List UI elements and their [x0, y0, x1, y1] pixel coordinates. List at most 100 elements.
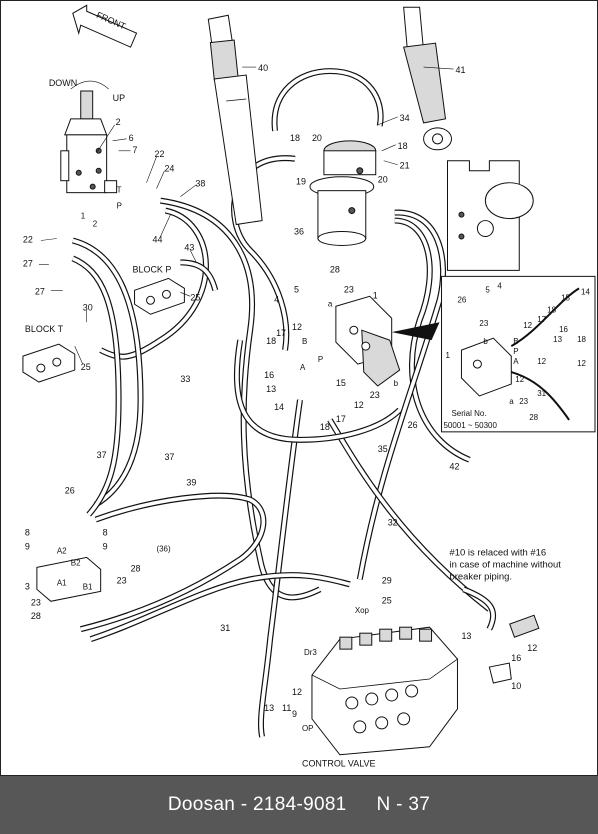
hydraulic-piping-diagram: FRONT DOWN UP	[0, 0, 598, 776]
callout-40: 40	[258, 63, 268, 73]
callout-21: 21	[400, 161, 410, 171]
callout-39: 39	[186, 478, 196, 488]
note-line-2: in case of machine without	[449, 559, 561, 570]
port-t: T	[117, 186, 122, 195]
callout-26-b: 26	[65, 486, 75, 496]
callout-18-c: 18	[266, 336, 276, 346]
port-a1: A1	[57, 578, 67, 587]
inset-serial-label: Serial No.	[451, 409, 486, 418]
callout-12-a: 12	[292, 322, 302, 332]
pedal-valve-3: A1 B1 A2 B2	[36, 546, 102, 602]
block-t: BLOCK T	[22, 324, 76, 383]
port-b1: B1	[83, 582, 93, 591]
callout-17-a: 17	[276, 328, 286, 338]
center-port-b: b	[394, 379, 399, 388]
callout-30: 30	[83, 302, 93, 312]
callout-17-b: 17	[336, 414, 346, 424]
inset-callout-12-c: 12	[537, 357, 546, 366]
inset-callout-18-b: 18	[577, 335, 586, 344]
inset-callout-12-b: 12	[577, 359, 586, 368]
callout-26-a: 26	[408, 420, 418, 430]
inset-callout-18: 18	[547, 305, 556, 314]
callout-22-b: 22	[23, 234, 33, 244]
callout-15-a: 15	[336, 378, 346, 388]
inset-callout-23-a: 23	[479, 319, 488, 328]
callout-18-b: 18	[290, 133, 300, 143]
callout-36: 36	[294, 227, 304, 237]
callout-20-a: 20	[312, 133, 322, 143]
footer-bar: Doosan - 2184-9081 N - 37	[0, 776, 598, 834]
callout-31-a: 31	[220, 623, 230, 633]
callout-7: 7	[133, 145, 138, 155]
center-port-P: P	[318, 355, 323, 364]
callout-23-b: 23	[370, 390, 380, 400]
port-p: P	[117, 202, 122, 211]
footer-part-number: 2184-9081	[252, 794, 347, 815]
callout-9-a: 9	[25, 541, 30, 551]
callout-8-a: 8	[25, 528, 30, 538]
inset-callout-12-a: 12	[523, 321, 532, 330]
callout-34: 34	[400, 113, 410, 123]
callout-12-c: 12	[292, 687, 302, 697]
callout-27-b: 27	[35, 286, 45, 296]
port-xop: Xop	[355, 606, 370, 615]
callout-43: 43	[184, 242, 194, 252]
inset-callout-31: 31	[537, 389, 546, 398]
callout-10: 10	[511, 681, 521, 691]
port-op: OP	[302, 724, 314, 733]
callout-44: 44	[152, 234, 162, 244]
swivel-joint	[309, 140, 377, 246]
control-valve-label: CONTROL VALVE	[302, 759, 375, 769]
block-p: BLOCK P	[133, 264, 185, 315]
callout-9-c: 9	[292, 709, 297, 719]
callout-3: 3	[25, 581, 30, 591]
callout-25-c: 25	[382, 595, 392, 605]
callout-35: 35	[378, 444, 388, 454]
callout-13-a: 13	[266, 384, 276, 394]
inset-callout-12-d: 12	[515, 375, 524, 384]
callout-24: 24	[164, 164, 174, 174]
callout-11: 11	[282, 703, 291, 713]
footer-separator: -	[235, 794, 253, 815]
callout-27-a: 27	[23, 258, 33, 268]
callout-37-b: 37	[164, 452, 174, 462]
note-line-3: breaker piping.	[449, 571, 512, 582]
cylinder-40	[207, 14, 263, 226]
callout-9-b: 9	[103, 541, 108, 551]
callout-23-c: 23	[117, 575, 127, 585]
inset-port-b: b	[483, 337, 488, 346]
note-line-1: #10 is relaced with #16	[449, 547, 546, 558]
callout-38: 38	[195, 179, 205, 189]
callout-18-a: 18	[398, 141, 408, 151]
inset-callout-1: 1	[446, 351, 451, 360]
center-port-a: a	[328, 299, 333, 308]
callout-1: 1	[373, 290, 378, 300]
callout-32: 32	[388, 518, 398, 528]
inset-callout-28: 28	[529, 413, 538, 422]
control-valve: CONTROL VALVE Xop Dr3 OP	[302, 606, 458, 769]
callout-33: 33	[180, 374, 190, 384]
inset-port-B: B	[513, 337, 518, 346]
inset-detail: b B P A a Serial No. 50001 ~ 50300	[441, 275, 596, 433]
inset-callout-23-b: 23	[519, 397, 528, 406]
callout-28-b: 28	[131, 563, 141, 573]
callout-23-d: 23	[31, 597, 41, 607]
pedal-valve: DOWN UP	[49, 78, 125, 194]
inset-port-P: P	[513, 347, 518, 356]
callout-19: 19	[296, 177, 306, 187]
pedal-ports: T P 1 2 (36)	[81, 186, 171, 554]
callout-42: 42	[449, 462, 459, 472]
inset-callout-13: 13	[553, 335, 562, 344]
front-arrow: FRONT	[72, 4, 138, 48]
block-t-label: BLOCK T	[25, 324, 64, 334]
inset-port-A: A	[513, 357, 519, 366]
callout-12-b: 12	[354, 400, 364, 410]
port-2: 2	[93, 220, 98, 229]
hose-36-ref: (36)	[156, 544, 171, 553]
inset-callout-26: 26	[457, 295, 466, 304]
center-port-A: A	[300, 363, 306, 372]
diagram-canvas: FRONT DOWN UP	[22, 4, 596, 769]
machine-frame	[447, 160, 534, 271]
callout-20-b: 20	[378, 175, 388, 185]
